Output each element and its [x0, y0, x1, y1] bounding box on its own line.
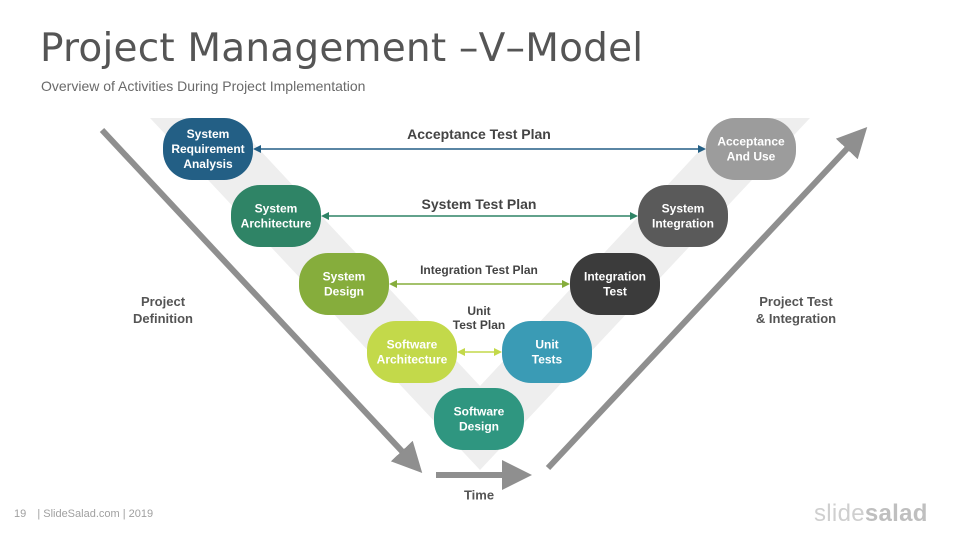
time-label: Time — [464, 488, 494, 503]
node-shape — [638, 185, 728, 247]
footer: 19 | SlideSalad.com | 2019 — [14, 508, 153, 520]
slide-subtitle: Overview of Activities During Project Im… — [41, 78, 366, 94]
project-definition-arrow — [99, 127, 423, 473]
project-test-label: Project Test& Integration — [756, 294, 836, 326]
node-shape — [434, 388, 524, 450]
test-plan-label: System Test Plan — [422, 196, 537, 212]
node-shape — [231, 185, 321, 247]
test-plan-label: Acceptance Test Plan — [407, 126, 551, 142]
node-shape — [163, 118, 253, 180]
node-shape — [706, 118, 796, 180]
node-shape — [299, 253, 389, 315]
brand-logo: slidesalad — [814, 500, 928, 527]
slide-title: Project Management –V–Model — [40, 26, 644, 71]
page-number: 19 — [14, 508, 27, 520]
node-shape — [502, 321, 592, 383]
test-plan-label: Integration Test Plan — [420, 263, 538, 277]
footer-credit: | SlideSalad.com | 2019 — [37, 508, 154, 520]
project-test-arrow — [545, 127, 868, 471]
node-shape — [367, 321, 457, 383]
node-shape — [570, 253, 660, 315]
